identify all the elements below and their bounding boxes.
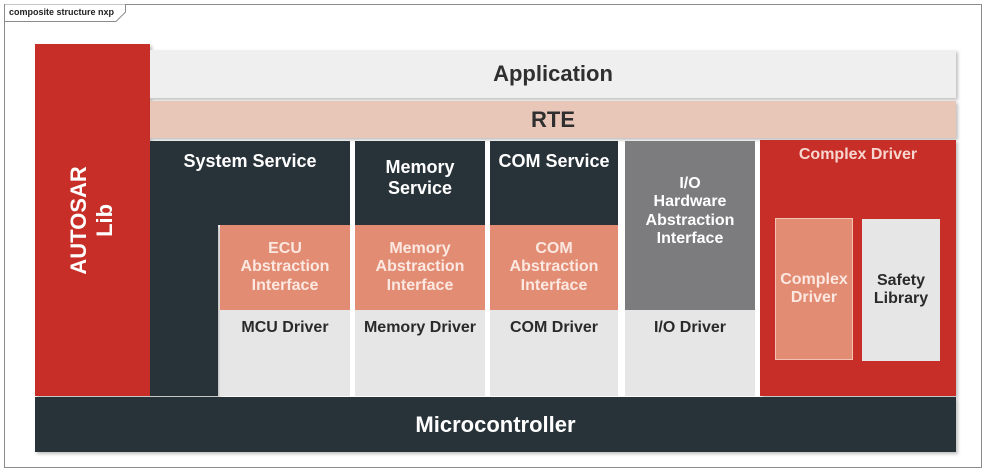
application-label: Application [493, 61, 613, 87]
complex-driver-title: Complex Driver [798, 146, 918, 163]
safety-library-block[interactable]: Safety Library [862, 219, 940, 361]
io-hw-abstraction-block[interactable]: I/O Hardware Abstraction Interface [625, 141, 755, 310]
io-driver-block[interactable]: I/O Driver [625, 310, 755, 396]
tab-title: composite structure nxp [9, 7, 115, 17]
microcontroller-label: Microcontroller [415, 411, 576, 437]
com-driver-label: COM Driver [509, 319, 599, 336]
com-abstraction-label: COM Abstraction Interface [509, 239, 599, 294]
system-service-leg [150, 224, 218, 396]
mcu-driver-label: MCU Driver [241, 319, 329, 336]
microcontroller-block[interactable]: Microcontroller [35, 397, 956, 452]
com-abstraction-block[interactable]: COM Abstraction Interface [490, 225, 618, 310]
com-service-block[interactable]: COM Service [490, 141, 618, 225]
autosar-lib-label: AUTOSAR Lib [66, 165, 118, 275]
ecu-abstraction-label: ECU Abstraction Interface [240, 239, 330, 294]
io-hw-abstraction-label: I/O Hardware Abstraction Interface [645, 174, 735, 247]
ecu-abstraction-block[interactable]: ECU Abstraction Interface [220, 225, 350, 310]
frame-tab: composite structure nxp [4, 4, 126, 22]
memory-abstraction-block[interactable]: Memory Abstraction Interface [355, 225, 485, 310]
safety-library-label: Safety Library [873, 271, 929, 307]
io-driver-label: I/O Driver [653, 319, 727, 336]
memory-service-block[interactable]: Memory Service [355, 141, 485, 225]
mcu-driver-block[interactable]: MCU Driver [220, 310, 350, 396]
complex-driver-inner-block[interactable]: Complex Driver [775, 218, 853, 360]
com-service-label: COM Service [498, 151, 610, 171]
com-driver-block[interactable]: COM Driver [490, 310, 618, 396]
autosar-lib-block[interactable]: AUTOSAR Lib [35, 44, 150, 396]
memory-abstraction-label: Memory Abstraction Interface [375, 239, 465, 294]
memory-driver-block[interactable]: Memory Driver [355, 310, 485, 396]
complex-driver-inner-label: Complex Driver [780, 270, 848, 306]
rte-block[interactable]: RTE [150, 101, 956, 138]
rte-label: RTE [531, 106, 575, 132]
application-block[interactable]: Application [150, 50, 956, 98]
memory-driver-label: Memory Driver [363, 319, 477, 336]
memory-service-label: Memory Service [385, 157, 455, 198]
system-service-block[interactable]: System Service [150, 141, 350, 225]
system-service-label: System Service [183, 151, 317, 171]
tab-outline [4, 4, 126, 22]
